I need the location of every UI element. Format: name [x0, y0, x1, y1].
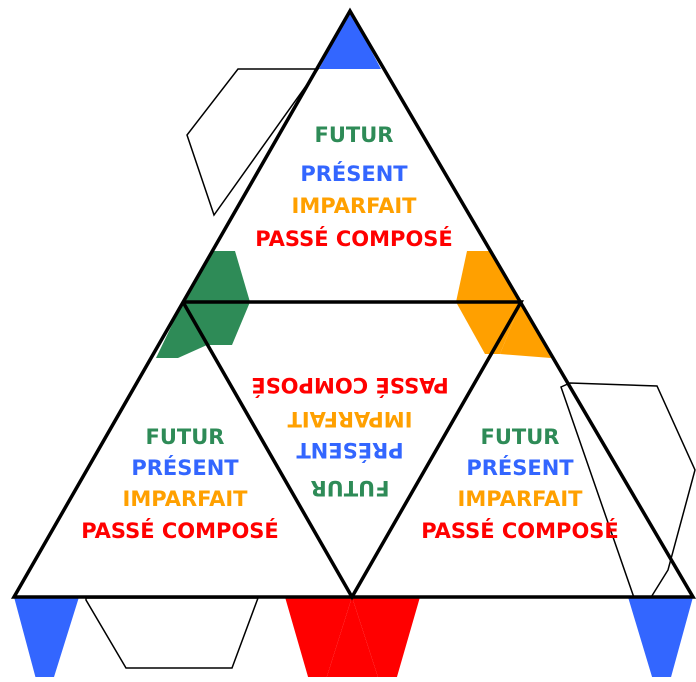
corner-center-right-orange	[456, 302, 521, 354]
right-futur: FUTUR	[481, 425, 560, 449]
center-futur: FUTUR	[311, 476, 390, 500]
corner-left-top-green	[156, 302, 207, 358]
corner-top-right-orange	[456, 251, 521, 302]
right-imparfait: IMPARFAIT	[458, 487, 584, 511]
top-passe-compose: PASSÉ COMPOSÉ	[255, 226, 453, 251]
glue-tab-top-left	[186, 68, 320, 217]
left-passe-compose: PASSÉ COMPOSÉ	[81, 518, 279, 543]
glue-tab-bottom	[85, 597, 260, 669]
center-imparfait: IMPARFAIT	[287, 407, 413, 431]
face-top: FUTUR PRÉSENT IMPARFAIT PASSÉ COMPOSÉ	[255, 123, 453, 251]
top-imparfait: IMPARFAIT	[292, 194, 418, 218]
top-futur: FUTUR	[315, 123, 394, 147]
right-present: PRÉSENT	[466, 455, 574, 480]
corner-center-bottom-red	[325, 597, 380, 682]
corner-center-left-green	[183, 302, 250, 345]
left-futur: FUTUR	[146, 425, 225, 449]
corner-top-left-green	[183, 251, 250, 302]
left-imparfait: IMPARFAIT	[123, 487, 249, 511]
outer-triangle	[10, 7, 696, 599]
center-passe-compose: PASSÉ COMPOSÉ	[251, 373, 449, 398]
top-present: PRÉSENT	[300, 161, 408, 186]
face-center: FUTUR PRÉSENT IMPARFAIT PASSÉ COMPOSÉ	[251, 373, 449, 500]
corner-top-apex-blue	[319, 11, 381, 69]
corner-left-right-red	[285, 597, 352, 682]
left-present: PRÉSENT	[131, 455, 239, 480]
corner-left-bottom-blue	[14, 597, 79, 682]
corner-right-left-red	[352, 597, 420, 682]
face-right: FUTUR PRÉSENT IMPARFAIT PASSÉ COMPOSÉ	[421, 425, 619, 543]
face-left: FUTUR PRÉSENT IMPARFAIT PASSÉ COMPOSÉ	[81, 425, 279, 543]
corner-right-top-orange	[500, 302, 551, 358]
corner-right-bottom-blue	[628, 597, 693, 682]
inner-triangle-edges	[181, 300, 525, 601]
right-passe-compose: PASSÉ COMPOSÉ	[421, 518, 619, 543]
center-present: PRÉSENT	[296, 438, 404, 463]
